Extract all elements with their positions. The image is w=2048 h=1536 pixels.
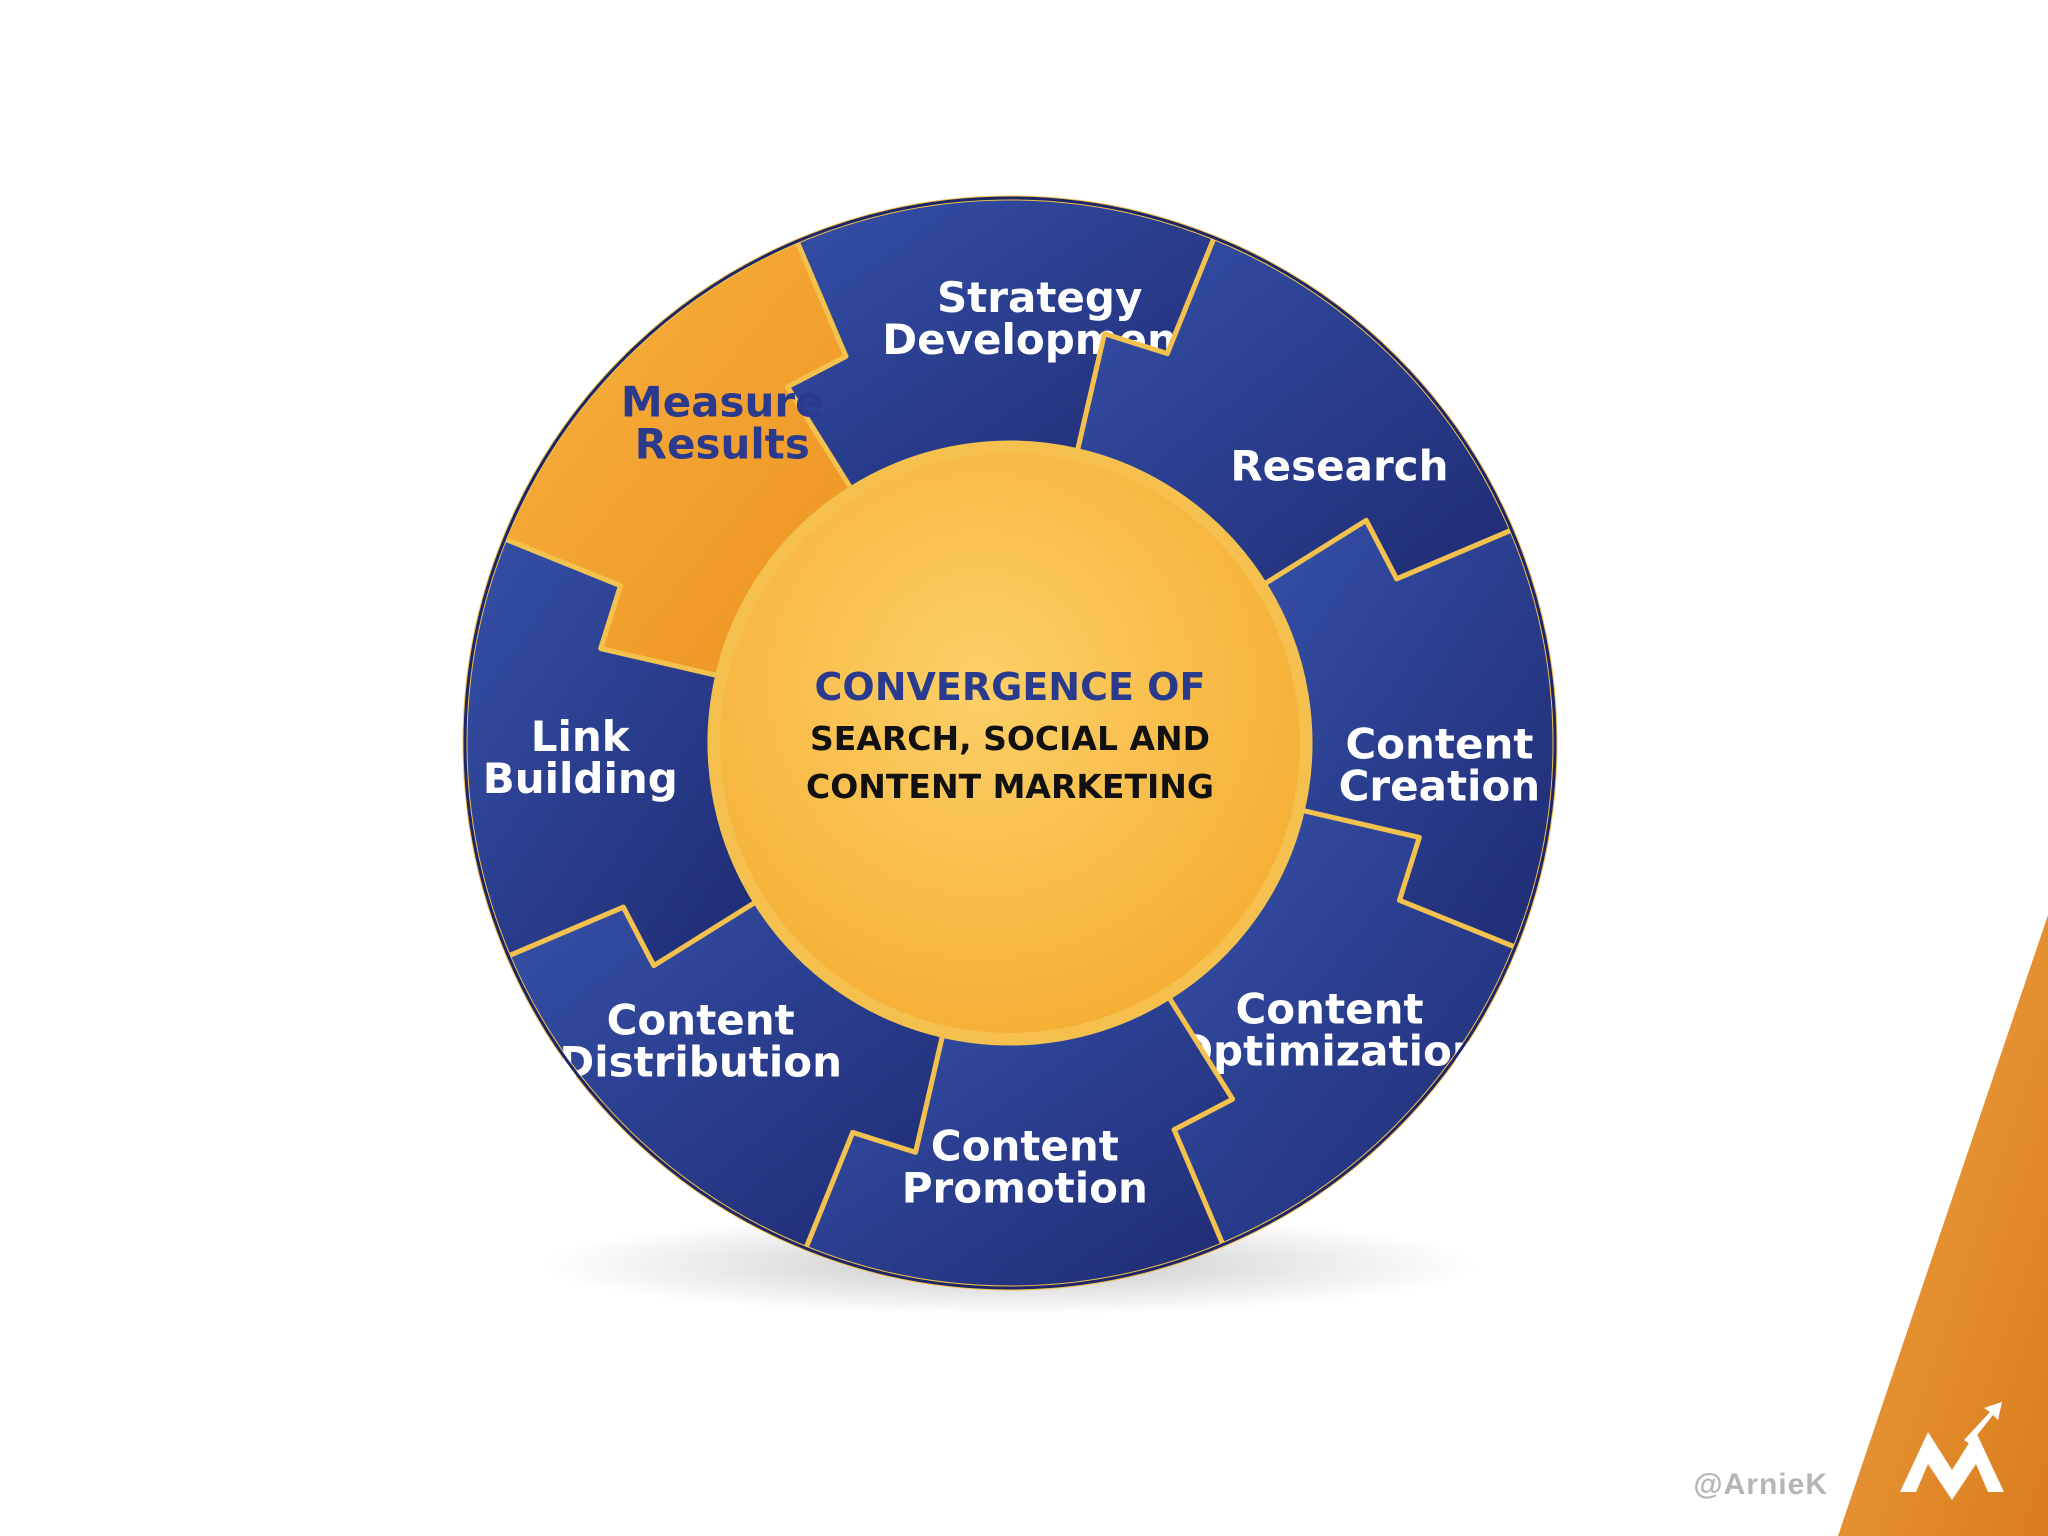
- segment-label-link-building: Building: [483, 754, 678, 803]
- center-circle-fill: [720, 453, 1300, 1033]
- segments-group: StrategyDevelopmentResearchContentCreati…: [462, 195, 1558, 1291]
- segment-label-content-promotion: Promotion: [902, 1164, 1148, 1213]
- segment-label-measure-results: Results: [635, 419, 810, 468]
- segment-label-content-distribution: Content: [607, 996, 795, 1045]
- segment-label-link-building: Link: [531, 712, 631, 761]
- center-title-line3: CONTENT MARKETING: [806, 767, 1214, 806]
- segment-label-content-creation: Content: [1345, 720, 1533, 769]
- segment-label-strategy-development: Strategy: [937, 273, 1142, 322]
- wheel-rim: [463, 196, 1557, 1290]
- brand-logo-icon: [1900, 1402, 2004, 1500]
- center-title-line1: CONVERGENCE OF: [815, 665, 1206, 709]
- segment-label-measure-results: Measure: [621, 377, 824, 426]
- segment-label-content-creation: Creation: [1339, 762, 1541, 811]
- segment-label-content-promotion: Content: [931, 1122, 1119, 1171]
- segment-label-content-optimization: Content: [1235, 985, 1423, 1034]
- segment-label-content-optimization: Optimization: [1177, 1027, 1481, 1076]
- segment-label-research: Research: [1230, 442, 1448, 491]
- center-title-line2: SEARCH, SOCIAL AND: [810, 719, 1210, 758]
- segment-label-content-distribution: Distribution: [559, 1038, 842, 1087]
- author-handle: @ArnieK: [1693, 1468, 1828, 1501]
- corner-accent: [1838, 915, 2048, 1536]
